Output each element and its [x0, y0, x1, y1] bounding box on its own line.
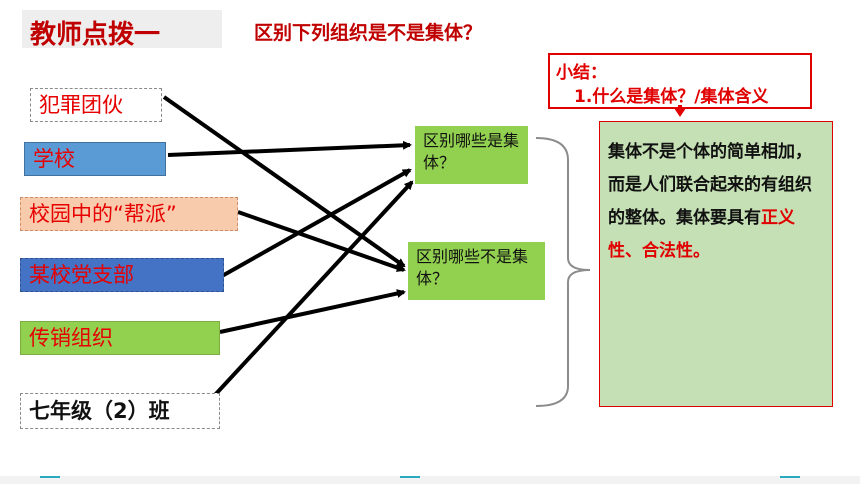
item-pyramid-scheme: 传销组织 — [20, 321, 220, 355]
item-campus-gang: 校园中的“帮派” — [20, 197, 238, 231]
bottom-bar — [0, 476, 860, 484]
item-class-7-2: 七年级（2）班 — [20, 393, 220, 429]
question-text: 区别下列组织是不是集体？ — [254, 22, 483, 44]
item-criminal-gang: 犯罪团伙 — [30, 88, 162, 122]
arrow-item3-to-not-collective — [237, 210, 406, 272]
down-arrow-icon — [674, 108, 686, 117]
item-party-branch: 某校党支部 — [20, 258, 224, 292]
bottom-stripe — [400, 476, 420, 478]
arrow-item6-to-collective — [212, 180, 414, 398]
summary-title: 小结： — [556, 63, 607, 83]
arrow-item4-to-collective — [221, 168, 412, 278]
top-border — [0, 0, 860, 3]
title-background — [22, 10, 222, 48]
brace — [535, 137, 591, 407]
summary-subtitle: 1.什么是集体？/集体含义 — [574, 87, 769, 107]
summary-title-box — [548, 53, 812, 109]
item-school: 学校 — [24, 142, 166, 176]
bottom-stripe — [40, 476, 60, 478]
slide-title: 教师点拨一 — [30, 20, 161, 50]
summary-answer-box: 集体不是个体的简单相加，而是人们联合起来的有组织的整体。集体要具有正义性、合法性… — [599, 121, 833, 407]
arrow-item1-to-not-collective — [162, 95, 406, 268]
arrow-item2-to-collective — [167, 140, 412, 157]
category-collective: 区别哪些是集体？ — [415, 126, 528, 184]
bottom-stripe — [780, 476, 800, 478]
answer-text: 集体不是个体的简单相加，而是人们联合起来的有组织的整体。集体要具有 — [608, 142, 812, 228]
down-arrow-stem — [678, 105, 682, 110]
answer-highlight: 正义性、合法性。 — [608, 208, 795, 261]
arrow-item5-to-not-collective — [219, 289, 406, 334]
category-not-collective: 区别哪些不是集体？ — [408, 242, 545, 300]
